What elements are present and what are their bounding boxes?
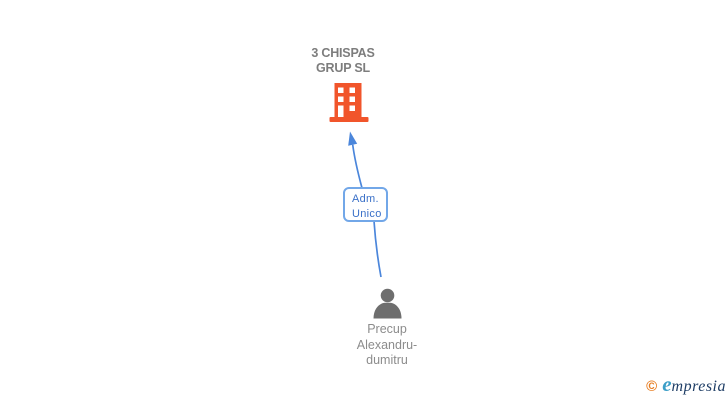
- brand-first-letter: e: [662, 372, 672, 396]
- person-name-line1: Precup: [367, 322, 407, 336]
- empresia-logo[interactable]: © e mpresia: [646, 372, 726, 397]
- person-name[interactable]: Precup Alexandru- dumitru: [327, 322, 447, 369]
- edge-arrowhead: [348, 131, 358, 146]
- company-name-line1: 3 CHISPAS: [311, 46, 375, 60]
- person-icon[interactable]: [371, 287, 403, 319]
- edge-label-line1: Adm.: [352, 193, 379, 205]
- company-name-line2: GRUP SL: [316, 61, 370, 75]
- edge-label-box: Adm. Unico: [343, 187, 388, 222]
- company-name[interactable]: 3 CHISPAS GRUP SL: [243, 46, 443, 76]
- building-icon[interactable]: [329, 81, 369, 123]
- person-name-line2: Alexandru-: [356, 337, 418, 352]
- brand-name-text: mpresia: [671, 378, 726, 395]
- edge-line-lower: [373, 220, 382, 278]
- person-name-line3: dumitru: [366, 353, 408, 367]
- edge-line-upper: [351, 144, 363, 189]
- edge-label-line2: Unico: [352, 207, 382, 220]
- copyright-icon: ©: [646, 378, 658, 395]
